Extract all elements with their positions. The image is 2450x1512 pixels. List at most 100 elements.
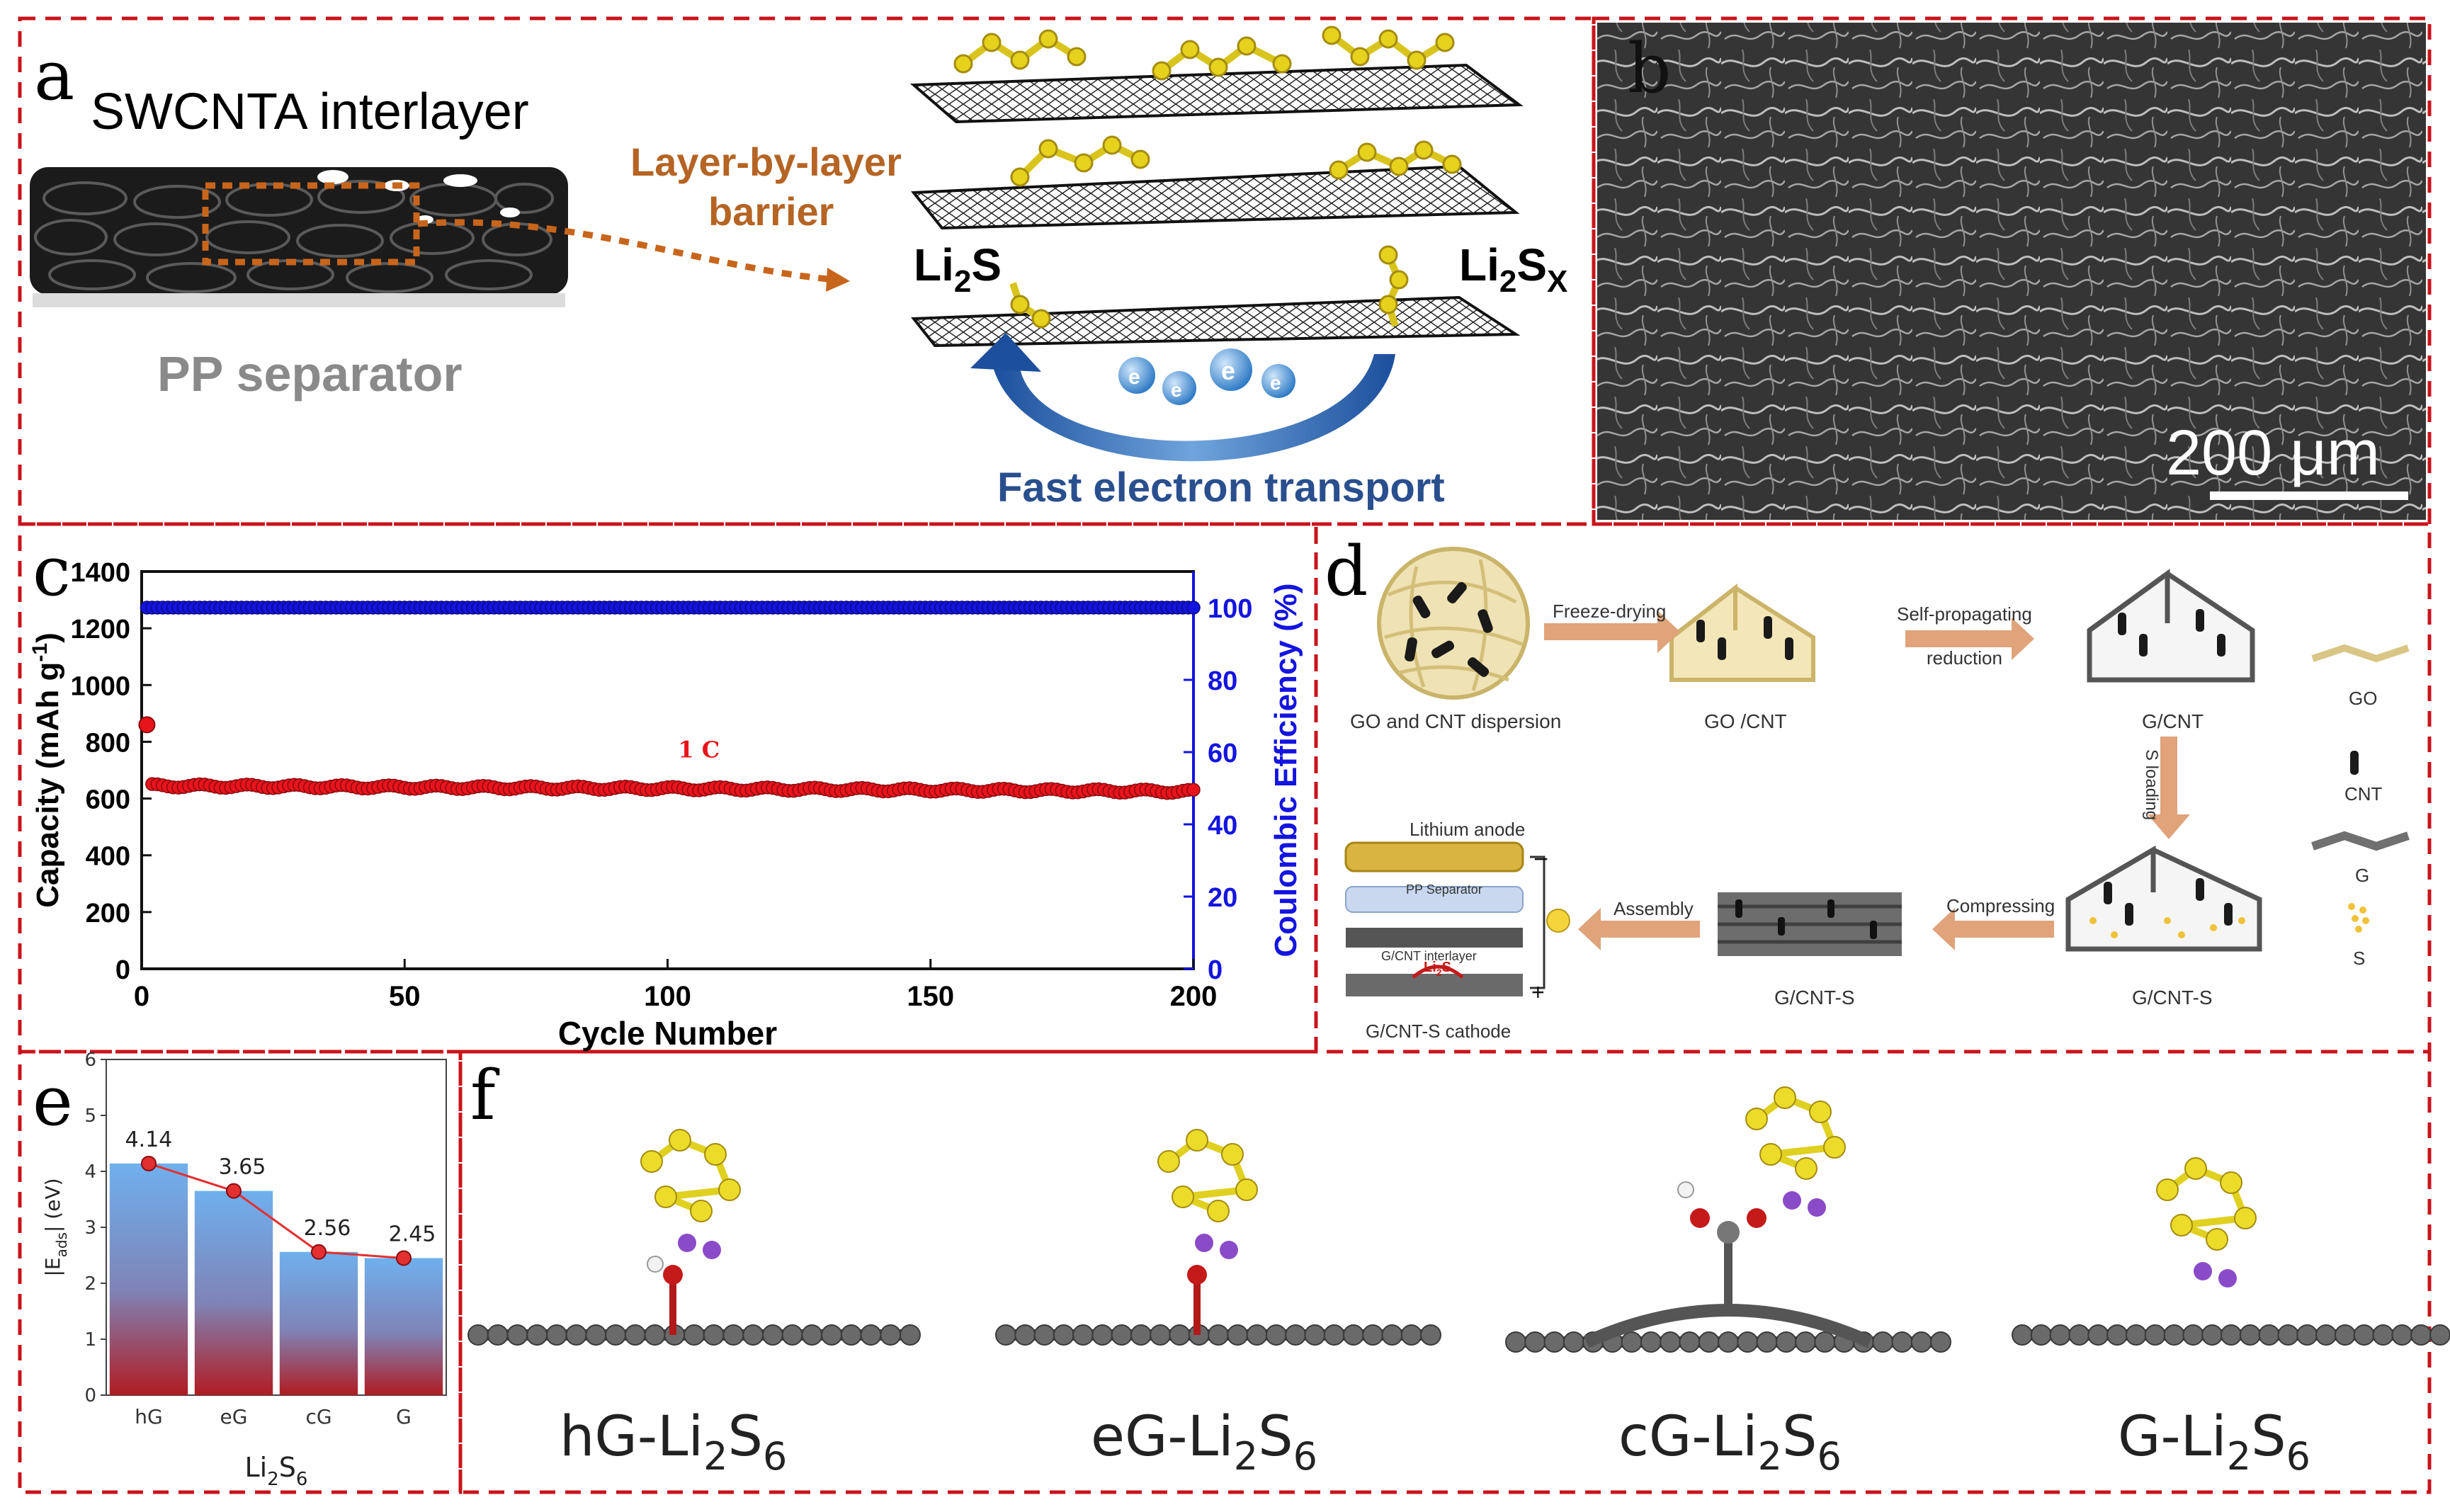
y-tick-label: 6 bbox=[84, 1050, 96, 1071]
carbon-atom bbox=[840, 1324, 862, 1346]
carbon-atom bbox=[1621, 1331, 1643, 1353]
sulfur-atom bbox=[2206, 1228, 2228, 1251]
lithium-atom bbox=[2194, 1262, 2212, 1280]
carbon-atom bbox=[1660, 1331, 1681, 1353]
arrow-freeze-drying: Freeze-drying bbox=[1553, 601, 1666, 622]
x-tick-label: 50 bbox=[389, 981, 421, 1012]
carbon-atom bbox=[1775, 1331, 1797, 1353]
carbon-atom bbox=[585, 1324, 607, 1346]
panel-d: d GO and CNT dispersion bbox=[1314, 522, 2432, 1054]
y-tick-label: 1200 bbox=[70, 615, 130, 644]
sulfur-atom bbox=[669, 1129, 691, 1152]
svg-text:e: e bbox=[1128, 365, 1140, 389]
carbon-atom bbox=[1543, 1331, 1565, 1353]
lithium-atom bbox=[1808, 1198, 1826, 1217]
arrow-assembly: Assembly bbox=[1614, 898, 1694, 919]
node-g-cnt-s-right: G/CNT-S bbox=[2132, 987, 2213, 1008]
panel-e-letter: e bbox=[33, 1062, 73, 1141]
carbon-atom bbox=[2201, 1324, 2223, 1346]
carbon-atom bbox=[2410, 1324, 2432, 1346]
carbon-atom bbox=[1717, 1221, 1740, 1244]
node-go-cnt-dispersion: GO and CNT dispersion bbox=[1350, 710, 1561, 732]
carbon-atom bbox=[1872, 1331, 1894, 1353]
carbon-atom bbox=[1698, 1331, 1720, 1353]
lithium-atom bbox=[703, 1241, 721, 1259]
barrier-label-2: barrier bbox=[708, 189, 834, 234]
li2sx-label: Li2SX bbox=[1459, 239, 1567, 299]
oxygen-atom bbox=[663, 1265, 683, 1285]
bar bbox=[364, 1258, 443, 1395]
efficiency-series bbox=[140, 601, 1201, 615]
g-cnt-s-cathode-block bbox=[1346, 974, 1523, 996]
g-cnt-s-foam-right bbox=[2065, 845, 2262, 952]
sulfur-atom bbox=[2184, 1157, 2207, 1180]
carbon-atom bbox=[781, 1324, 803, 1346]
svg-text:e: e bbox=[1270, 372, 1281, 394]
oxygen-atom bbox=[1187, 1265, 1207, 1285]
data-label: 4.14 bbox=[125, 1127, 173, 1152]
y-tick-label: 3 bbox=[84, 1217, 96, 1239]
node-g-cnt-s-mid: G/CNT-S bbox=[1774, 987, 1855, 1008]
graphene-layers bbox=[909, 63, 1524, 348]
go-cnt-sphere bbox=[1377, 547, 1530, 700]
carbon-atom bbox=[684, 1324, 705, 1346]
carbon-atom bbox=[565, 1324, 587, 1346]
trend-line bbox=[148, 1162, 404, 1259]
electron-transport-label: Fast electron transport bbox=[997, 465, 1445, 511]
node-cathode: G/CNT-S cathode bbox=[1366, 1021, 1511, 1042]
sulfur-atom bbox=[1186, 1129, 1208, 1152]
arrow-self-propagating: Self-propagating bbox=[1897, 603, 2032, 625]
carbon-atom bbox=[1381, 1324, 1403, 1346]
y-tick-label: 1400 bbox=[70, 558, 130, 588]
structure-0: hG-Li2S6 bbox=[467, 1129, 921, 1479]
y-axis-label: |Eads| (eV) bbox=[41, 1178, 70, 1276]
y-tick-label: 400 bbox=[86, 842, 130, 872]
pp-separator bbox=[1345, 886, 1524, 913]
curved-sheet bbox=[1584, 1304, 1873, 1348]
sulfur-atom bbox=[2156, 1178, 2179, 1201]
carbon-atom bbox=[1091, 1324, 1113, 1346]
carbon-atom bbox=[1072, 1324, 1094, 1346]
panel-a-letter: a bbox=[34, 36, 74, 115]
carbon-atom bbox=[1053, 1324, 1074, 1346]
carbon-atom bbox=[801, 1324, 823, 1346]
y2-tick-label: 80 bbox=[1208, 666, 1237, 696]
capacity-point bbox=[1186, 783, 1201, 797]
bar bbox=[279, 1251, 358, 1395]
data-point bbox=[311, 1244, 327, 1260]
sulfur-atom bbox=[2170, 1214, 2193, 1237]
carbon-atom bbox=[1718, 1331, 1739, 1353]
lithium-atom bbox=[2218, 1269, 2237, 1288]
interlayer-block bbox=[30, 167, 850, 307]
carbon-atom bbox=[1285, 1324, 1307, 1346]
capacity-series bbox=[138, 716, 1201, 800]
x-tick-label: 100 bbox=[644, 981, 691, 1012]
carbon-atom bbox=[1910, 1331, 1932, 1353]
carbon-atom bbox=[880, 1324, 902, 1346]
carbon-atom bbox=[2182, 1324, 2204, 1346]
rate-annotation: 1 C bbox=[678, 737, 720, 763]
arrow-compressing: Compressing bbox=[1946, 895, 2055, 916]
panel-d-letter: d bbox=[1325, 532, 1368, 611]
carbon-atom bbox=[1795, 1331, 1817, 1353]
structure-1: eG-Li2S6 bbox=[995, 1129, 1441, 1479]
y2-tick-label: 40 bbox=[1208, 811, 1237, 841]
carbon-atom bbox=[2391, 1324, 2413, 1346]
carbon-atom bbox=[2068, 1324, 2090, 1346]
lithium-atom bbox=[1195, 1234, 1213, 1252]
x-tick-label: cG bbox=[305, 1405, 331, 1428]
y-tick-label: 2 bbox=[84, 1273, 96, 1295]
barrier-label-1: Layer-by-layer bbox=[630, 140, 902, 184]
d-legend: GO CNT G S bbox=[2311, 644, 2410, 969]
carbon-atom bbox=[1814, 1331, 1836, 1353]
y2-tick-label: 0 bbox=[1208, 955, 1223, 985]
sulfur-atom bbox=[1823, 1136, 1846, 1159]
arrow-s-loading: S loading bbox=[2142, 749, 2161, 820]
sulfur-atom bbox=[2234, 1207, 2257, 1229]
carbon-atom bbox=[1362, 1324, 1384, 1346]
battery-anode-label: Lithium anode bbox=[1410, 819, 1525, 840]
carbon-atom bbox=[2221, 1324, 2242, 1346]
y-tick-label: 200 bbox=[86, 899, 130, 928]
carbon-atom bbox=[1524, 1331, 1546, 1353]
